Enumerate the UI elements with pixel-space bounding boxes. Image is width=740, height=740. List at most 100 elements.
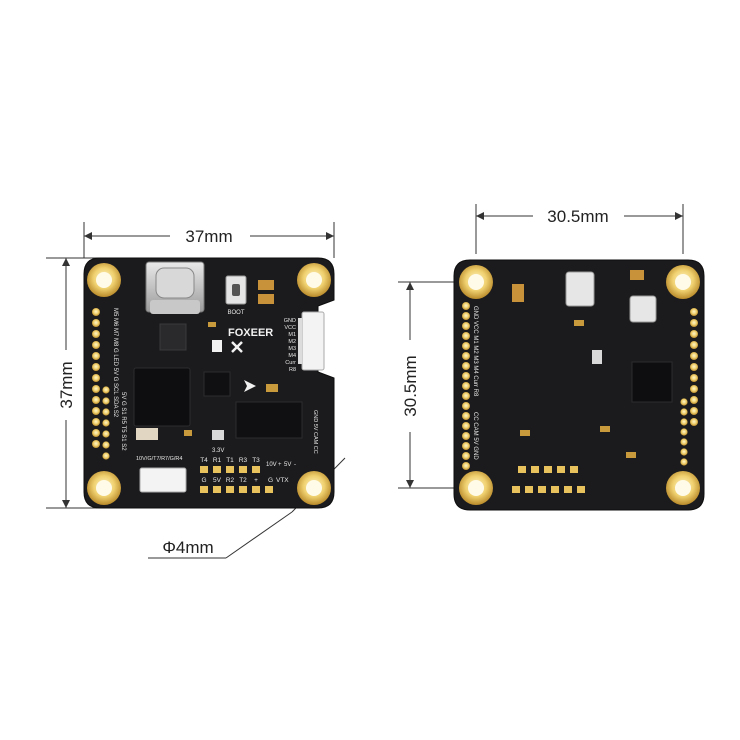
pad-label: 10V [266, 462, 277, 468]
pad-label: G [201, 477, 206, 484]
solder-pad [462, 322, 470, 330]
solder-pad [92, 429, 100, 437]
smd-part [266, 384, 278, 392]
solder-pad [102, 408, 110, 416]
solder-pad [462, 312, 470, 320]
mounting-hole-bottom-right [297, 471, 331, 505]
left-width-label: 37mm [185, 227, 232, 246]
solder-pad [462, 402, 470, 410]
solder-pad [570, 466, 578, 473]
solder-pad [239, 466, 247, 473]
left-pad-columns [92, 308, 110, 460]
solder-pad [551, 486, 559, 493]
solder-pad [680, 438, 688, 446]
solder-pad [462, 302, 470, 310]
smd-part [212, 430, 224, 440]
solder-pad [462, 422, 470, 430]
solder-pad [92, 418, 100, 426]
mounting-hole-top-left [459, 265, 493, 299]
row1-labels: T4 R1 T1 R3 T3 [200, 457, 260, 464]
pad-label: 5V [284, 462, 291, 468]
solder-pad [226, 486, 234, 493]
orientation-arrow-icon [244, 380, 256, 392]
mounting-hole-bottom-left [459, 471, 493, 505]
solder-pad [92, 330, 100, 338]
boot-label: BOOT [227, 310, 244, 316]
solder-pad [538, 486, 546, 493]
solder-pad [462, 342, 470, 350]
solder-pad [690, 407, 698, 415]
solder-pad [557, 466, 565, 473]
solder-pad [518, 466, 526, 473]
solder-pad [462, 352, 470, 360]
solder-pad [462, 362, 470, 370]
solder-pad [102, 430, 110, 438]
smd-part [520, 430, 530, 436]
pad-label: + [254, 477, 258, 484]
solder-pad [462, 462, 470, 470]
mounting-hole-top-right [297, 263, 331, 297]
solder-pad [690, 330, 698, 338]
solder-pad [690, 363, 698, 371]
solder-pad [200, 466, 208, 473]
solder-pad [92, 341, 100, 349]
pad-label: 5V [213, 477, 222, 484]
foxeer-logo-icon [231, 341, 243, 353]
mounting-hole-top-left [87, 263, 121, 297]
pad-label: T1 [226, 457, 234, 464]
motor-pin-label: M2 [288, 339, 296, 345]
osd-chip [235, 401, 303, 439]
pad-label: T3 [252, 457, 260, 464]
pad-label: R3 [239, 457, 248, 464]
left-height-dimension: 37mm [46, 257, 100, 509]
gyro-chip [203, 371, 231, 397]
solder-pad [213, 466, 221, 473]
pad-label: G [268, 477, 273, 484]
component [565, 271, 595, 307]
solder-pad [462, 412, 470, 420]
capacitor [512, 284, 524, 302]
capacitor [258, 294, 274, 304]
right-width-dimension: 30.5mm [475, 204, 684, 254]
motor-pin-label: M3 [288, 346, 296, 352]
chip [631, 361, 673, 403]
solder-pad [462, 392, 470, 400]
solder-pad [213, 486, 221, 493]
solder-pad [239, 486, 247, 493]
smd-part [626, 452, 636, 458]
solder-pad [680, 458, 688, 466]
solder-pad [92, 319, 100, 327]
pad-label: - [294, 462, 296, 468]
row2-labels: G 5V R2 T2 + [201, 477, 258, 484]
solder-pad [462, 332, 470, 340]
motor-pin-labels: GND VCC M1 M2 M3 M4 Curr R8 [284, 318, 296, 373]
silk-mark [212, 340, 222, 352]
solder-pad [92, 308, 100, 316]
motor-pin-label: M4 [288, 353, 296, 359]
solder-pad [577, 486, 585, 493]
flight-controller-back: GND VCC M1 M2 M3 M4 Curr R8 CC CAM 5V GN… [453, 259, 705, 511]
vtx-labels: 10V + 5V - G VTX [266, 462, 296, 484]
left-pad-labels-col2: 5V G S1 R5 T5 S1 S2 [120, 392, 126, 451]
solder-pad [252, 486, 260, 493]
solder-pad [265, 486, 273, 493]
solder-pad [690, 396, 698, 404]
mounting-hole-bottom-right [666, 471, 700, 505]
solder-pad [226, 466, 234, 473]
boot-button: BOOT [225, 275, 247, 316]
solder-pad [102, 452, 110, 460]
right-height-dimension: 30.5mm [398, 281, 460, 489]
chip [159, 323, 187, 351]
motor-connector [298, 311, 325, 371]
solder-pad [690, 319, 698, 327]
flight-controller-front: BOOT FOXEER GND VCC M1 M2 M3 M4 Curr R8 [83, 257, 335, 509]
left-width-dimension: 37mm [83, 222, 335, 258]
brand-label: FOXEER [228, 327, 273, 339]
capacitor [630, 270, 644, 280]
back-right-labels: CC CAM 5V GND [472, 412, 478, 460]
motor-pin-label: VCC [284, 325, 296, 331]
solder-pad [102, 386, 110, 394]
solder-pad [462, 372, 470, 380]
solder-pad [531, 466, 539, 473]
solder-pad [92, 407, 100, 415]
